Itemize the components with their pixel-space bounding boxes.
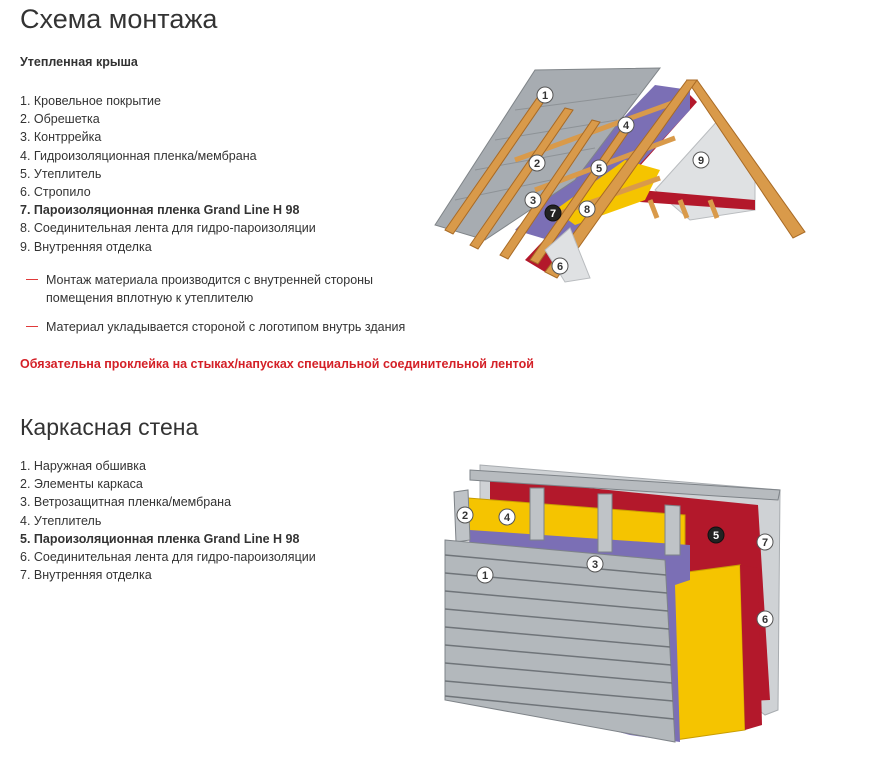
page-title: Схема монтажа: [20, 4, 218, 34]
svg-text:2: 2: [462, 510, 468, 522]
wall-legend-item-4: 4. Утеплитель: [20, 513, 102, 528]
roof-rafter-left-main: [544, 79, 698, 279]
wall-badge-1: 1: [476, 566, 494, 584]
roof-note-2: Материал укладывается стороной с логотип…: [26, 318, 426, 336]
wall-siding-groove: [444, 680, 674, 702]
roof-subtitle: Утепленная крыша: [20, 55, 138, 69]
wall-legend-item-7: 7. Внутренняя отделка: [20, 568, 152, 583]
roof-note-2-line-1: Материал укладывается стороной с логотип…: [46, 320, 406, 334]
wall-badge-5: 5: [707, 526, 725, 544]
roof-badge-5: 5: [590, 159, 608, 177]
wall-badge-2: 2: [456, 506, 474, 524]
roof-joist: [647, 199, 660, 219]
roof-legend-list: 1. Кровельное покрытие 2. Обрешетка 3. К…: [20, 92, 316, 256]
roof-legend-item-2: 2. Обрешетка: [20, 112, 100, 127]
wall-title: Каркасная стена: [20, 414, 199, 440]
roof-vapor-film-lower: [640, 190, 755, 210]
svg-text:8: 8: [584, 204, 590, 216]
svg-text:5: 5: [596, 163, 602, 175]
wall-siding-groove: [444, 608, 670, 630]
roof-badge-2: 2: [528, 154, 546, 172]
svg-text:7: 7: [550, 208, 556, 220]
wall-badge-3: 3: [586, 555, 604, 573]
svg-text:1: 1: [482, 570, 488, 582]
wall-siding-groove: [444, 626, 671, 648]
roof-legend-item-4: 4. Гидроизоляционная пленка/мембрана: [20, 148, 257, 163]
svg-text:2: 2: [534, 158, 540, 170]
svg-text:7: 7: [762, 537, 768, 549]
wall-diagram: 1 2 3 4 5 6 7: [444, 464, 781, 743]
roof-note-1-line-2: помещения вплотную к утеплителю: [46, 291, 254, 305]
svg-text:3: 3: [530, 195, 536, 207]
svg-text:4: 4: [504, 512, 511, 524]
wall-top-plate: [469, 469, 781, 501]
roof-note-1-line-1: Монтаж материала производится с внутренн…: [46, 273, 374, 287]
roof-legend-item-9: 9. Внутренняя отделка: [20, 239, 152, 254]
wall-legend-list: 1. Наружная обшивка 2. Элементы каркаса …: [20, 457, 316, 584]
roof-rafter: [499, 119, 601, 260]
svg-text:5: 5: [713, 530, 719, 542]
wall-legend-item-3: 3. Ветрозащитная пленка/мембрана: [20, 495, 232, 510]
note-dash-icon: [26, 326, 38, 327]
roof-warning: Обязательна проклейка на стыках/напусках…: [20, 357, 534, 371]
wall-siding: [444, 539, 676, 743]
wall-siding-groove: [444, 554, 667, 576]
wall-legend-item-1: 1. Наружная обшивка: [20, 459, 146, 473]
roof-badge-8: 8: [578, 200, 596, 218]
wall-badge-7: 7: [756, 533, 774, 551]
svg-text:6: 6: [557, 261, 563, 273]
roof-note-1: Монтаж материала производится с внутренн…: [26, 271, 426, 307]
svg-text:9: 9: [698, 155, 704, 167]
roof-legend-item-5: 5. Утеплитель: [20, 166, 102, 181]
roof-badge-9: 9: [692, 151, 710, 169]
wall-siding-groove: [444, 590, 669, 612]
roof-legend-item-3: 3. Контррейка: [20, 130, 102, 145]
wall-badge-6: 6: [756, 610, 774, 628]
wall-frame-post: [597, 493, 613, 553]
wall-frame-post: [664, 504, 681, 556]
svg-text:4: 4: [623, 120, 630, 132]
note-dash-icon: [26, 279, 38, 280]
wall-legend-item-5: 5. Пароизоляционная пленка Grand Line H …: [20, 531, 300, 546]
wall-siding-groove: [444, 644, 672, 666]
svg-text:6: 6: [762, 614, 768, 626]
roof-joist: [707, 199, 720, 219]
roof-badge-7: 7: [544, 204, 562, 222]
wall-legend-item-6: 6. Соединительная лента для гидро-пароиз…: [20, 550, 316, 565]
wall-badge-4: 4: [498, 508, 516, 526]
roof-diagram: 1 2 3 4 5 6 7 8 9: [434, 67, 806, 283]
roof-badge-6: 6: [551, 257, 569, 275]
roof-rafter: [469, 107, 574, 250]
roof-badge-3: 3: [524, 191, 542, 209]
roof-legend-item-6: 6. Стропило: [20, 185, 91, 200]
roof-legend-item-7: 7. Пароизоляционная пленка Grand Line H …: [20, 203, 300, 218]
roof-legend-item-1: 1. Кровельное покрытие: [20, 94, 161, 108]
wall-siding-groove: [444, 662, 673, 684]
wall-frame-post: [529, 487, 545, 541]
roof-joist: [677, 199, 690, 219]
roof-badge-1: 1: [536, 86, 554, 104]
roof-badge-4: 4: [617, 116, 635, 134]
wall-siding-groove: [444, 695, 675, 720]
wall-legend-item-2: 2. Элементы каркаса: [20, 477, 143, 492]
svg-text:1: 1: [542, 90, 548, 102]
svg-text:3: 3: [592, 559, 598, 571]
wall-tape: [740, 565, 762, 730]
roof-legend-item-8: 8. Соединительная лента для гидро-пароиз…: [20, 221, 316, 236]
